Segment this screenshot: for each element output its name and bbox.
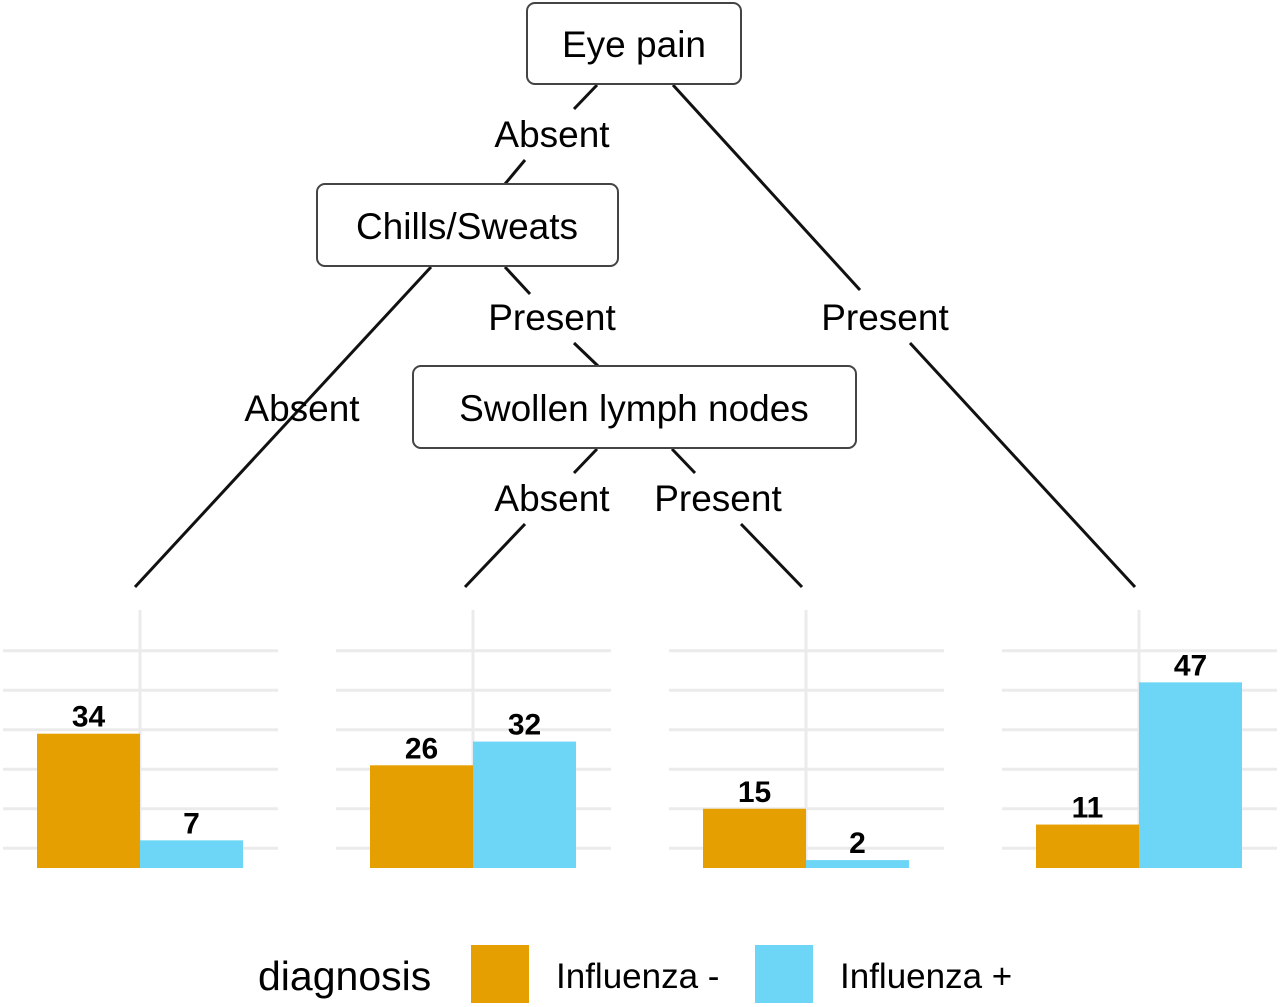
edge-label-eye-absent: Absent <box>494 114 610 155</box>
edge-eye-absent-lower <box>503 159 527 185</box>
leaf-chart-3: 15 2 <box>669 610 944 868</box>
legend-title: diagnosis <box>258 953 431 999</box>
leaf-chart-1: 34 7 <box>3 610 278 868</box>
node-swollen-lymph-nodes-label: Swollen lymph nodes <box>459 388 809 429</box>
bar-influenza-positive <box>140 840 243 868</box>
bar-influenza-negative <box>37 733 140 868</box>
edge-label-chills-present: Present <box>488 297 616 338</box>
node-chills-sweats-label: Chills/Sweats <box>356 206 578 247</box>
legend-swatch-influenza-positive <box>755 945 813 1003</box>
edge-label-chills-absent: Absent <box>244 388 360 429</box>
edge-eye-absent-upper <box>572 83 599 111</box>
bar-value-label: 32 <box>508 709 541 742</box>
tree-edges <box>133 83 1137 589</box>
node-chills-sweats: Chills/Sweats <box>316 183 619 267</box>
edge-eye-present-upper <box>671 83 862 292</box>
edge-lymph-absent-upper <box>572 447 599 475</box>
edge-labels: Absent Present Absent Present Absent Pre… <box>244 114 949 519</box>
bar-value-label: 2 <box>849 827 866 860</box>
bar-value-label: 11 <box>1072 792 1104 825</box>
edge-eye-present-lower <box>908 341 1137 589</box>
leaf-chart-4: 11 47 <box>1002 610 1277 868</box>
legend-swatch-influenza-negative <box>471 945 529 1003</box>
bar-influenza-positive <box>473 741 576 868</box>
legend-label-influenza-negative: Influenza - <box>556 957 719 996</box>
edge-lymph-absent-lower <box>463 522 527 589</box>
bar-influenza-negative <box>703 808 806 868</box>
node-eye-pain-label: Eye pain <box>562 24 706 65</box>
node-swollen-lymph-nodes-box <box>412 365 857 449</box>
bar-influenza-positive <box>1139 682 1242 868</box>
edge-lymph-present-upper <box>670 447 697 475</box>
bar-influenza-negative <box>1036 824 1139 868</box>
bar-value-label: 7 <box>183 807 200 840</box>
bar-value-label: 47 <box>1174 649 1207 682</box>
bar-value-label: 34 <box>72 701 106 734</box>
leaf-bar-charts: 34 7 26 32 15 2 11 47 <box>3 610 1277 868</box>
node-eye-pain-box <box>526 2 742 85</box>
edge-label-lymph-present: Present <box>654 478 782 519</box>
edge-chills-present-upper <box>503 265 532 296</box>
bar-value-label: 26 <box>405 732 438 765</box>
bar-influenza-negative <box>370 765 473 868</box>
leaf-chart-2: 26 32 <box>336 610 611 868</box>
edge-label-eye-present: Present <box>821 297 949 338</box>
legend-label-influenza-positive: Influenza + <box>840 957 1012 996</box>
node-swollen-lymph-nodes: Swollen lymph nodes <box>412 365 857 449</box>
edge-label-lymph-absent: Absent <box>494 478 610 519</box>
node-chills-sweats-box <box>316 183 619 267</box>
edge-lymph-present-lower <box>739 522 804 589</box>
edge-chills-absent <box>133 265 433 589</box>
edge-chills-present-lower <box>572 341 600 368</box>
node-eye-pain: Eye pain <box>526 2 742 85</box>
bar-influenza-positive <box>806 860 909 868</box>
legend: diagnosis Influenza - Influenza + <box>258 945 1012 1003</box>
bar-value-label: 15 <box>738 776 771 809</box>
